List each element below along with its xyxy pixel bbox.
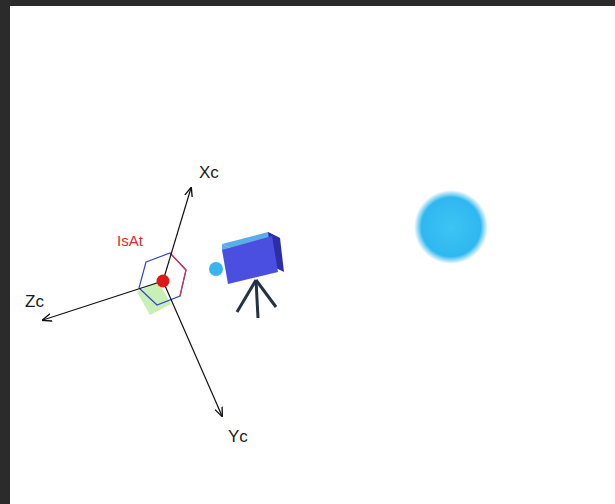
point-label: IsAt [117, 233, 143, 248]
page-ground [10, 6, 615, 504]
axis-label: Yc [228, 428, 248, 445]
z-axis [43, 281, 163, 320]
camera-icon [209, 232, 284, 318]
target-sphere [414, 190, 488, 264]
x-axis [163, 188, 191, 281]
origin-dot [157, 275, 170, 288]
axis-label: Xc [199, 164, 219, 181]
y-axis [163, 281, 222, 416]
axis-label: Zc [25, 293, 44, 310]
hexagon-edge [170, 253, 186, 296]
hexagon [139, 253, 186, 305]
